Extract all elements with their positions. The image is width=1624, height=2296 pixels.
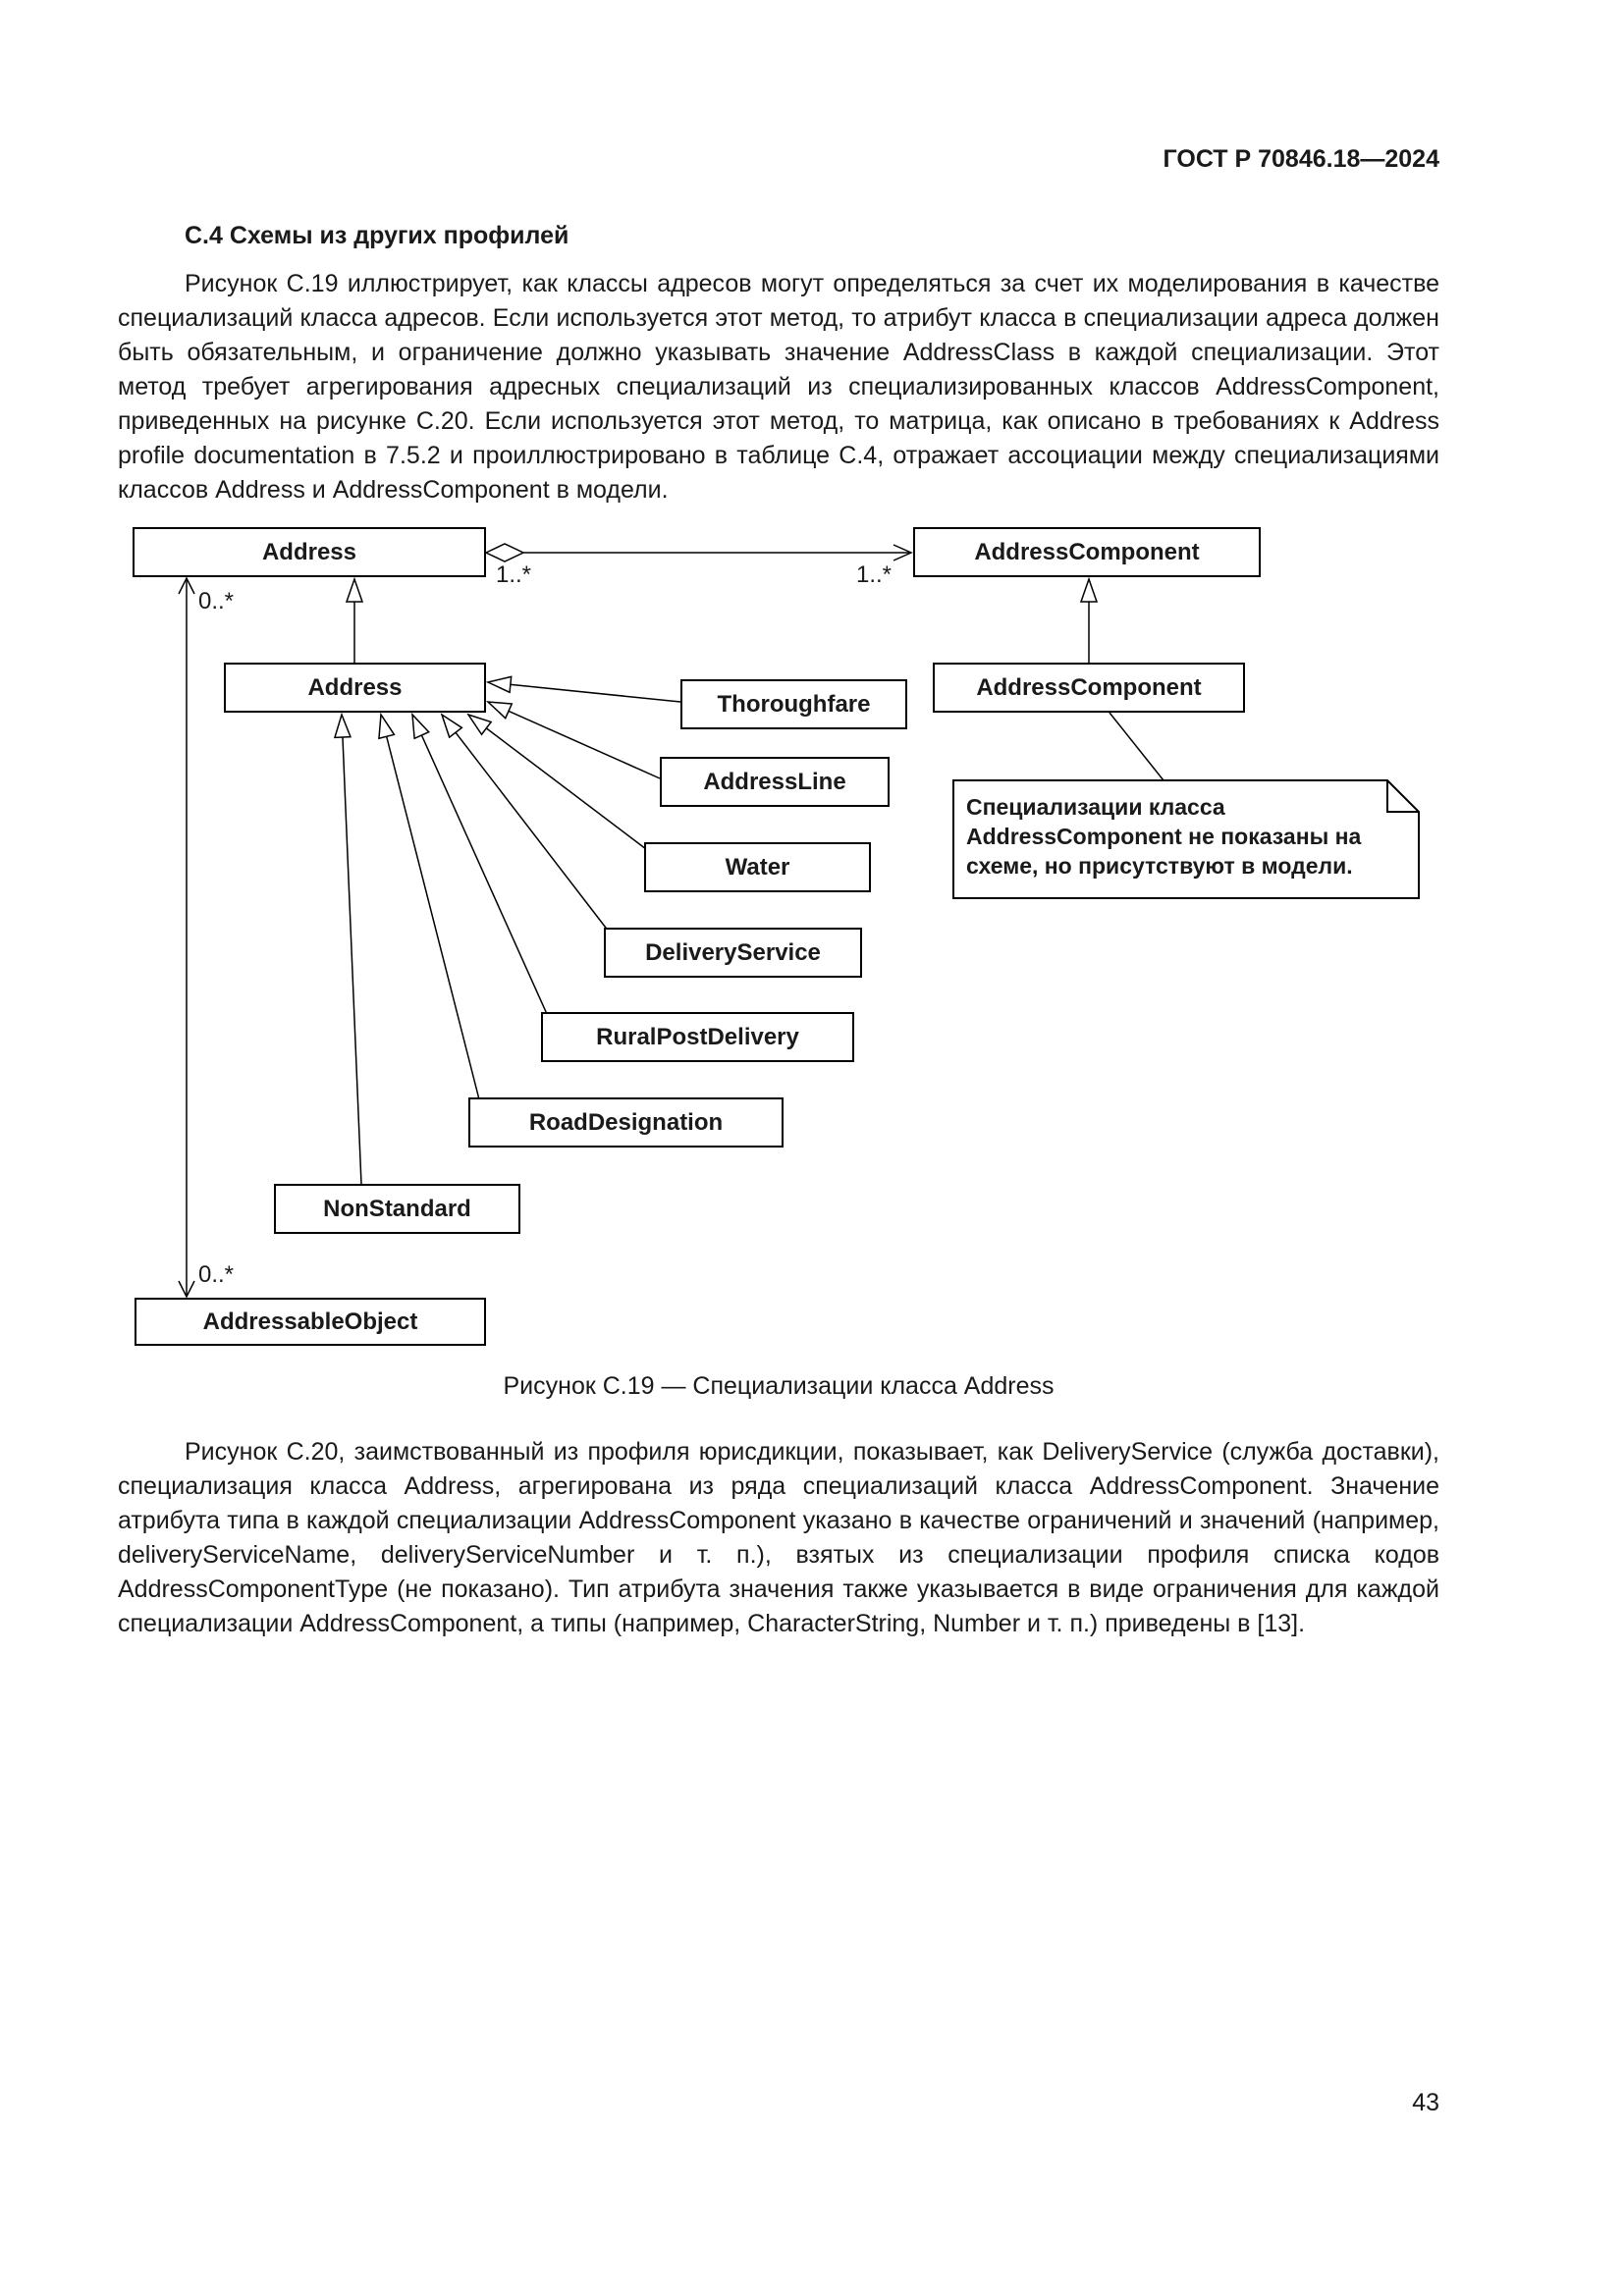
doc-header: ГОСТ Р 70846.18—2024 bbox=[1163, 145, 1439, 173]
generalization-arrows bbox=[342, 579, 1089, 1185]
arrow-up-icon bbox=[178, 576, 195, 595]
uml-note-shape bbox=[952, 779, 1420, 899]
class-box-address-top: Address bbox=[133, 527, 486, 577]
class-box-address-sub: Address bbox=[224, 663, 486, 713]
diagram-lines bbox=[178, 543, 1420, 1299]
association-arrow-icon bbox=[893, 544, 913, 561]
uml-note-fold-icon bbox=[1386, 780, 1419, 813]
class-box-water: Water bbox=[644, 842, 871, 892]
class-box-addressableobject: AddressableObject bbox=[135, 1298, 486, 1346]
multiplicity-label-top: 0..* bbox=[198, 588, 235, 614]
uml-note-text: Специализации класса AddressComponent не… bbox=[966, 794, 1362, 879]
page-number: 43 bbox=[1412, 2089, 1439, 2116]
class-box-addresscomponent-sub: AddressComponent bbox=[933, 663, 1245, 713]
figure-caption: Рисунок С.19 — Специализации класса Addr… bbox=[503, 1372, 1055, 1400]
uml-class-diagram: Address AddressComponent Address Address… bbox=[118, 515, 1473, 1379]
class-box-nonstandard: NonStandard bbox=[274, 1184, 520, 1234]
class-box-deliveryservice: DeliveryService bbox=[604, 928, 862, 978]
arrow-down-icon bbox=[178, 1280, 195, 1299]
paragraph-1: Рисунок С.19 иллюстрирует, как классы ад… bbox=[118, 270, 1439, 504]
aggregation-diamond bbox=[484, 543, 525, 562]
class-box-ruralpostdelivery: RuralPostDelivery bbox=[541, 1012, 854, 1062]
class-box-roaddesignation: RoadDesignation bbox=[468, 1097, 784, 1148]
paragraph-2: Рисунок С.20, заимствованный из профиля … bbox=[118, 1438, 1439, 1637]
class-box-addressline: AddressLine bbox=[660, 757, 890, 807]
class-box-addresscomponent-top: AddressComponent bbox=[913, 527, 1261, 577]
class-box-thoroughfare: Thoroughfare bbox=[680, 679, 907, 729]
section-heading: С.4 Схемы из других профилей bbox=[185, 222, 569, 249]
multiplicity-label-bottom: 0..* bbox=[198, 1261, 235, 1288]
note-connector-line bbox=[1109, 712, 1164, 781]
multiplicity-label-left: 1..* bbox=[496, 561, 532, 588]
multiplicity-label-right: 1..* bbox=[856, 561, 893, 588]
